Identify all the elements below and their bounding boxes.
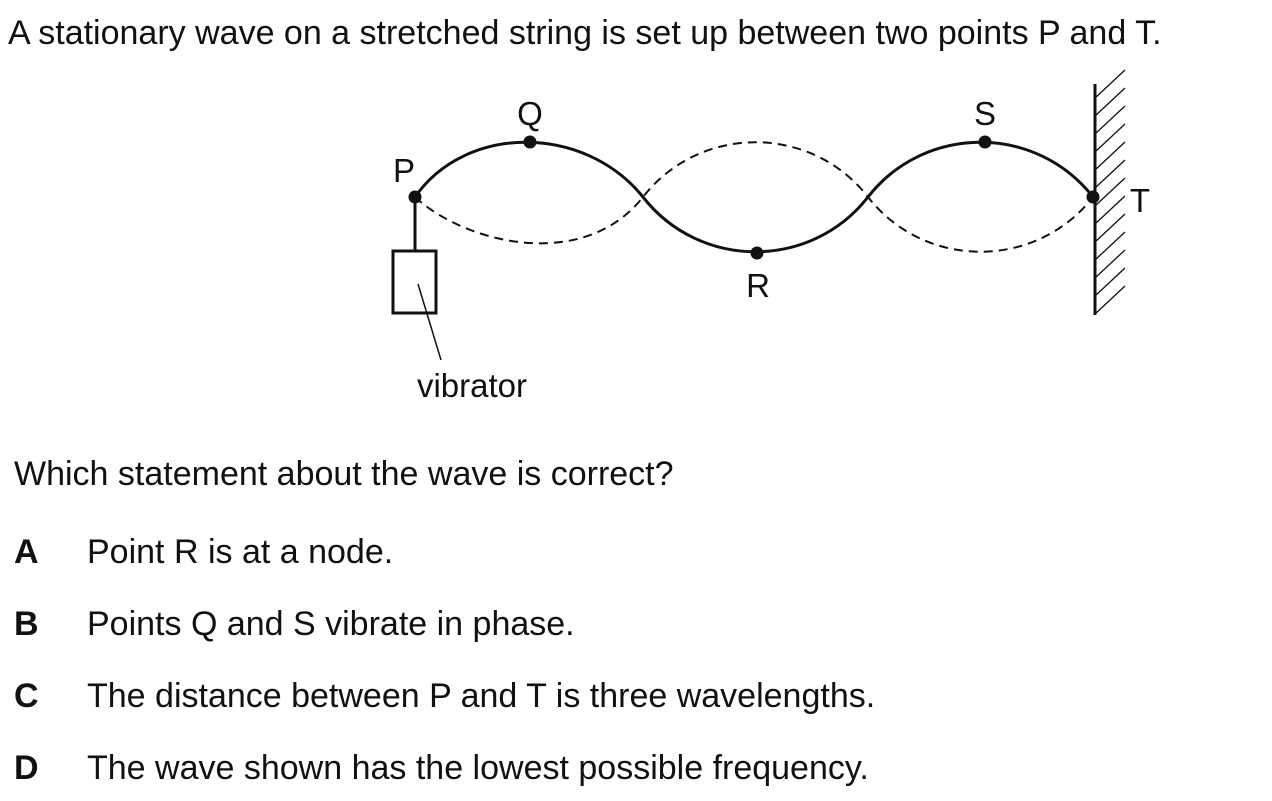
point-r-dot [750,246,764,260]
question-prompt: Which statement about the wave is correc… [14,455,674,493]
option-d-text: The wave shown has the lowest possible f… [87,749,869,787]
question-stem: A stationary wave on a stretched string … [8,14,1162,52]
solid-wave-curve [413,140,1095,254]
label-r: R [746,267,770,304]
option-b-letter: B [14,605,39,643]
label-q: Q [517,95,543,132]
label-vibrator: vibrator [417,367,527,404]
label-s: S [974,95,996,132]
point-q-dot [523,135,537,149]
stationary-wave-diagram: P Q R S T vibrator [391,69,1150,404]
vibrator-leader-line [417,283,442,361]
point-p-dot [408,190,422,204]
point-s-dot [978,135,992,149]
vibrator-box [391,249,438,315]
option-a-text: Point R is at a node. [87,533,394,571]
wall-hatching [1094,69,1126,315]
label-p: P [393,152,415,189]
dashed-wave-curve [414,141,1094,253]
point-t-dot [1086,190,1100,204]
option-c-text: The distance between P and T is three wa… [87,677,876,715]
option-d-letter: D [14,749,39,787]
option-b-text: Points Q and S vibrate in phase. [87,605,575,643]
label-t: T [1130,182,1150,219]
option-c-letter: C [14,677,39,715]
option-a-letter: A [14,533,39,571]
